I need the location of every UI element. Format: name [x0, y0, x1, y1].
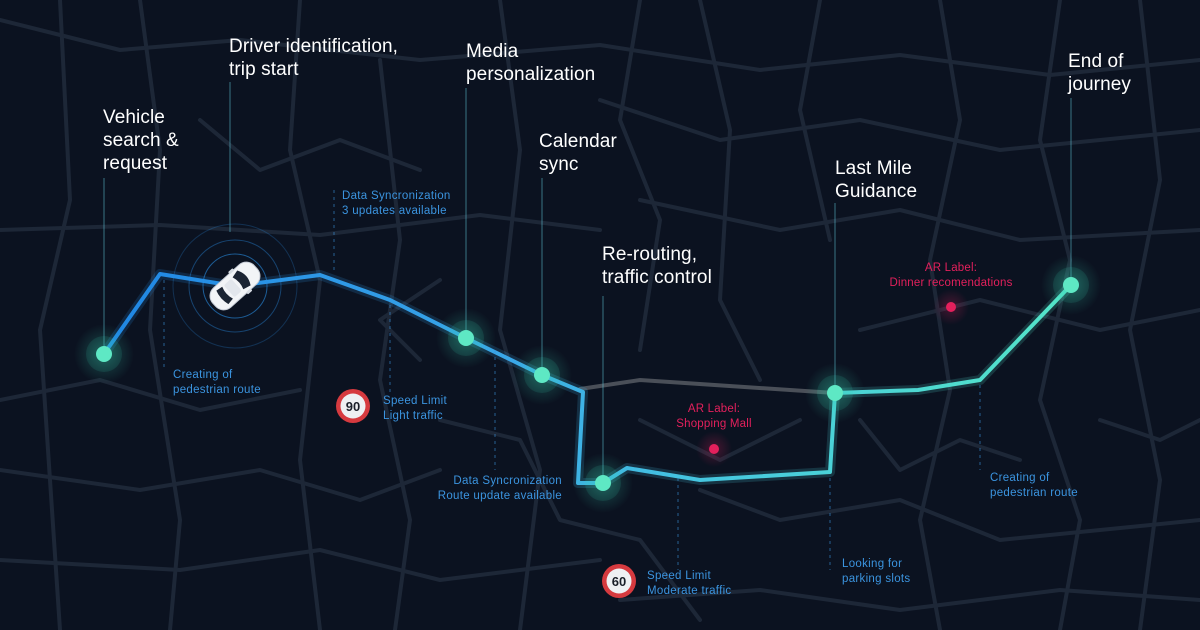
ar-point-shopping-mall[interactable] [696, 431, 732, 467]
milestone-markers [74, 255, 1101, 513]
milestone-title-media-personalization: Media personalization [466, 41, 596, 85]
speed-limit-sign-60: 60 [602, 564, 636, 598]
note-data-sync-route-update: Data Syncronization Route update availab… [437, 475, 562, 502]
ar-label-shopping-mall: AR Label: Shopping Mall [676, 403, 752, 430]
milestone-dot[interactable] [805, 363, 865, 423]
milestone-dot[interactable] [436, 308, 496, 368]
ar-label-dinner: AR Label: Dinner recomendations [889, 262, 1013, 289]
car-topview-icon[interactable] [204, 256, 266, 316]
milestone-title-end-of-journey: End of journey [1068, 51, 1132, 95]
note-speed-limit-light: Speed Limit Light traffic [383, 395, 448, 422]
leader-lines [103, 82, 1072, 483]
milestone-dot[interactable] [74, 324, 134, 384]
car-pulse-rings [172, 223, 298, 349]
milestone-title-last-mile: Last Mile Guidance [835, 158, 918, 202]
note-data-sync-updates: Data Syncronization 3 updates available [342, 190, 451, 217]
speed-limit-value: 60 [612, 574, 626, 589]
note-pedestrian-route-start: Creating of pedestrian route [173, 369, 261, 396]
note-connectors [163, 190, 981, 570]
speed-limit-value: 90 [346, 399, 360, 414]
milestone-dot[interactable] [573, 453, 633, 513]
speed-limit-sign-90: 90 [336, 389, 370, 423]
note-speed-limit-moderate: Speed Limit Moderate traffic [647, 570, 732, 597]
milestone-dot[interactable] [512, 345, 572, 405]
note-parking-slots: Looking for parking slots [842, 558, 911, 585]
milestone-title-rerouting: Re-routing, traffic control [602, 244, 712, 288]
milestone-title-vehicle-search: Vehicle search & request [103, 107, 179, 174]
note-pedestrian-route-end: Creating of pedestrian route [990, 472, 1078, 499]
milestone-title-calendar-sync: Calendar sync [539, 131, 617, 175]
ar-point-dinner[interactable] [933, 289, 969, 325]
milestone-dot[interactable] [1041, 255, 1101, 315]
milestone-title-driver-identification: Driver identification, trip start [229, 36, 399, 80]
closed-road-segment [578, 377, 837, 395]
